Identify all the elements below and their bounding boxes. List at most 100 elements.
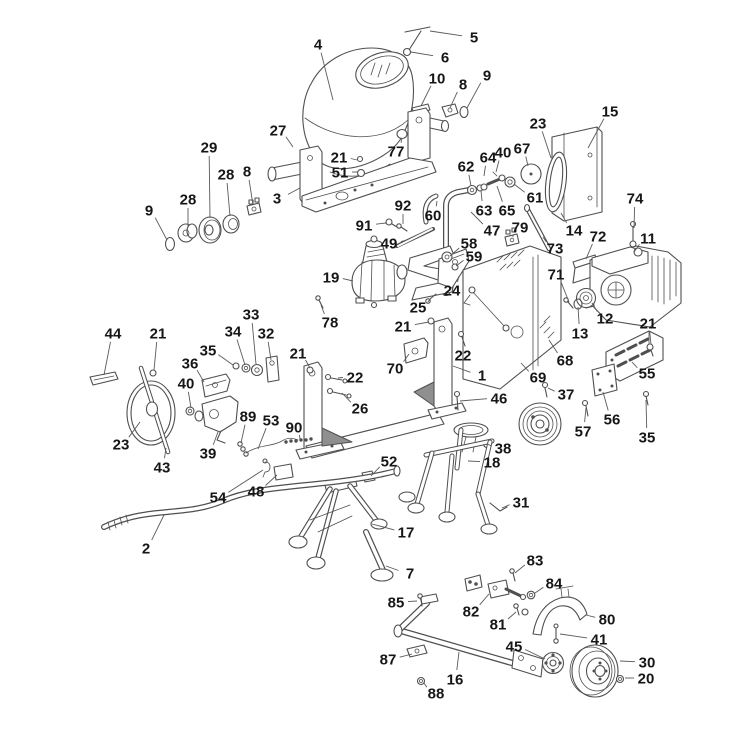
part-number-label: 16 xyxy=(447,672,464,689)
leader-line xyxy=(587,118,605,149)
belt-guard-panel xyxy=(544,126,603,222)
leader-line xyxy=(548,339,558,354)
leader-line xyxy=(164,447,167,459)
leader-line xyxy=(513,183,526,193)
part-number-label: 54 xyxy=(210,490,227,507)
part-number-label: 20 xyxy=(638,671,655,688)
leader-line xyxy=(501,504,510,509)
part-number-label: 40 xyxy=(495,145,512,162)
fender xyxy=(532,585,588,644)
part-number-label: 10 xyxy=(429,71,446,88)
leader-line xyxy=(248,179,254,206)
leader-line xyxy=(577,306,580,325)
part-number-label: 5 xyxy=(470,30,478,47)
part-number-label: 53 xyxy=(263,413,280,430)
part-number-label: 72 xyxy=(590,229,607,246)
leader-line xyxy=(486,443,492,447)
leader-line xyxy=(520,362,530,372)
part-number-label: 12 xyxy=(597,311,614,328)
hub-bushings-left xyxy=(164,197,262,252)
leader-line xyxy=(560,212,568,224)
leader-line xyxy=(452,365,471,373)
leader-line xyxy=(495,160,500,173)
part-number-label: 33 xyxy=(243,307,260,324)
part-number-label: 35 xyxy=(639,430,656,447)
leader-line xyxy=(542,236,547,243)
leader-line xyxy=(480,190,483,202)
part-number-label: 90 xyxy=(286,420,303,437)
part-number-label: 35 xyxy=(200,343,217,360)
part-number-label: 57 xyxy=(575,424,592,441)
gearbox xyxy=(315,235,408,309)
wheel-hub xyxy=(541,651,565,675)
part-number-label: 23 xyxy=(113,437,130,454)
part-number-label: 22 xyxy=(455,348,472,365)
part-number-label: 62 xyxy=(458,159,475,176)
leader-line xyxy=(305,359,311,369)
leader-line xyxy=(320,304,325,315)
leader-line xyxy=(399,653,413,658)
part-number-label: 1 xyxy=(478,368,486,385)
part-number-label: 21 xyxy=(290,346,307,363)
yoke-arm xyxy=(267,107,450,213)
leader-line xyxy=(420,85,432,107)
leader-line xyxy=(541,131,552,159)
leader-line xyxy=(423,682,428,688)
leader-line xyxy=(187,391,192,409)
part-number-label: 30 xyxy=(639,655,656,672)
part-number-label: 74 xyxy=(627,191,644,208)
drum-pulley xyxy=(518,402,562,446)
leader-line xyxy=(584,407,587,423)
leader-line xyxy=(236,339,246,366)
part-number-label: 15 xyxy=(602,104,619,121)
part-number-label: 85 xyxy=(388,595,405,612)
leader-line xyxy=(455,260,464,267)
part-number-label: 28 xyxy=(180,192,197,209)
part-number-label: 43 xyxy=(154,460,171,477)
part-number-label: 21 xyxy=(640,316,657,333)
leader-line xyxy=(350,158,358,161)
handwheel xyxy=(89,365,176,455)
leader-line xyxy=(337,377,344,379)
part-number-label: 6 xyxy=(441,50,449,67)
axle-assembly xyxy=(393,593,544,686)
leader-line xyxy=(619,660,636,663)
part-number-label: 73 xyxy=(547,241,564,258)
part-number-label: 82 xyxy=(463,604,480,621)
drive-belt-loop xyxy=(407,245,457,301)
mixing-drum xyxy=(302,47,415,177)
guard-box xyxy=(462,245,574,390)
main-frame xyxy=(295,317,467,460)
part-number-label: 63 xyxy=(476,203,493,220)
part-number-label: 9 xyxy=(145,203,153,220)
leader-line xyxy=(407,600,418,603)
leader-line xyxy=(298,434,301,440)
part-number-label: 41 xyxy=(591,632,608,649)
leader-line xyxy=(467,460,481,463)
part-number-label: 45 xyxy=(506,639,523,656)
leader-line xyxy=(645,399,648,429)
leader-line xyxy=(585,243,593,260)
latch-cable xyxy=(237,437,313,457)
part-number-label: 88 xyxy=(428,686,445,703)
part-number-label: 2 xyxy=(142,541,150,558)
part-number-label: 21 xyxy=(150,326,167,343)
part-number-label: 21 xyxy=(395,319,412,336)
part-number-label: 23 xyxy=(530,116,547,133)
drive-rod-bolts xyxy=(385,218,435,248)
leader-line xyxy=(633,206,636,229)
leader-line xyxy=(265,474,278,486)
leader-line xyxy=(285,136,294,148)
part-number-label: 8 xyxy=(459,77,467,94)
part-number-label: 92 xyxy=(395,198,412,215)
leader-line xyxy=(507,611,517,620)
leader-line xyxy=(251,322,257,365)
leader-line xyxy=(212,431,219,446)
drum-pin-hardware xyxy=(396,26,469,140)
part-number-label: 80 xyxy=(599,612,616,629)
leader-line xyxy=(151,514,165,541)
leader-line xyxy=(342,278,354,282)
leader-line xyxy=(524,649,546,660)
